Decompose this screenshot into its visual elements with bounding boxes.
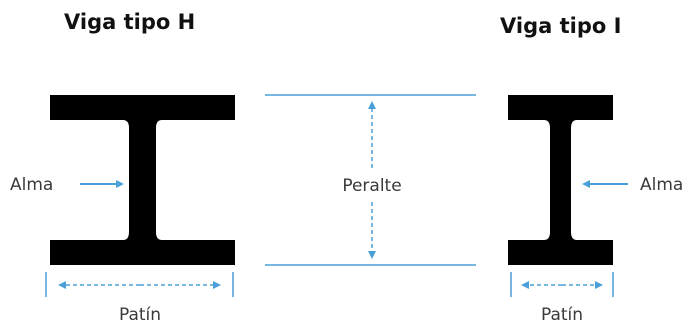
alma-right-label: Alma <box>640 175 683 195</box>
alma-left-label: Alma <box>10 175 53 195</box>
title-i-beam: Viga tipo I <box>500 14 622 38</box>
h-beam-profile <box>50 95 235 265</box>
peralte-label: Peralte <box>342 176 401 196</box>
i-beam-profile <box>508 95 613 265</box>
title-h-beam: Viga tipo H <box>64 10 196 34</box>
patin-left-label: Patín <box>119 305 161 325</box>
patin-right-label: Patín <box>541 305 583 325</box>
